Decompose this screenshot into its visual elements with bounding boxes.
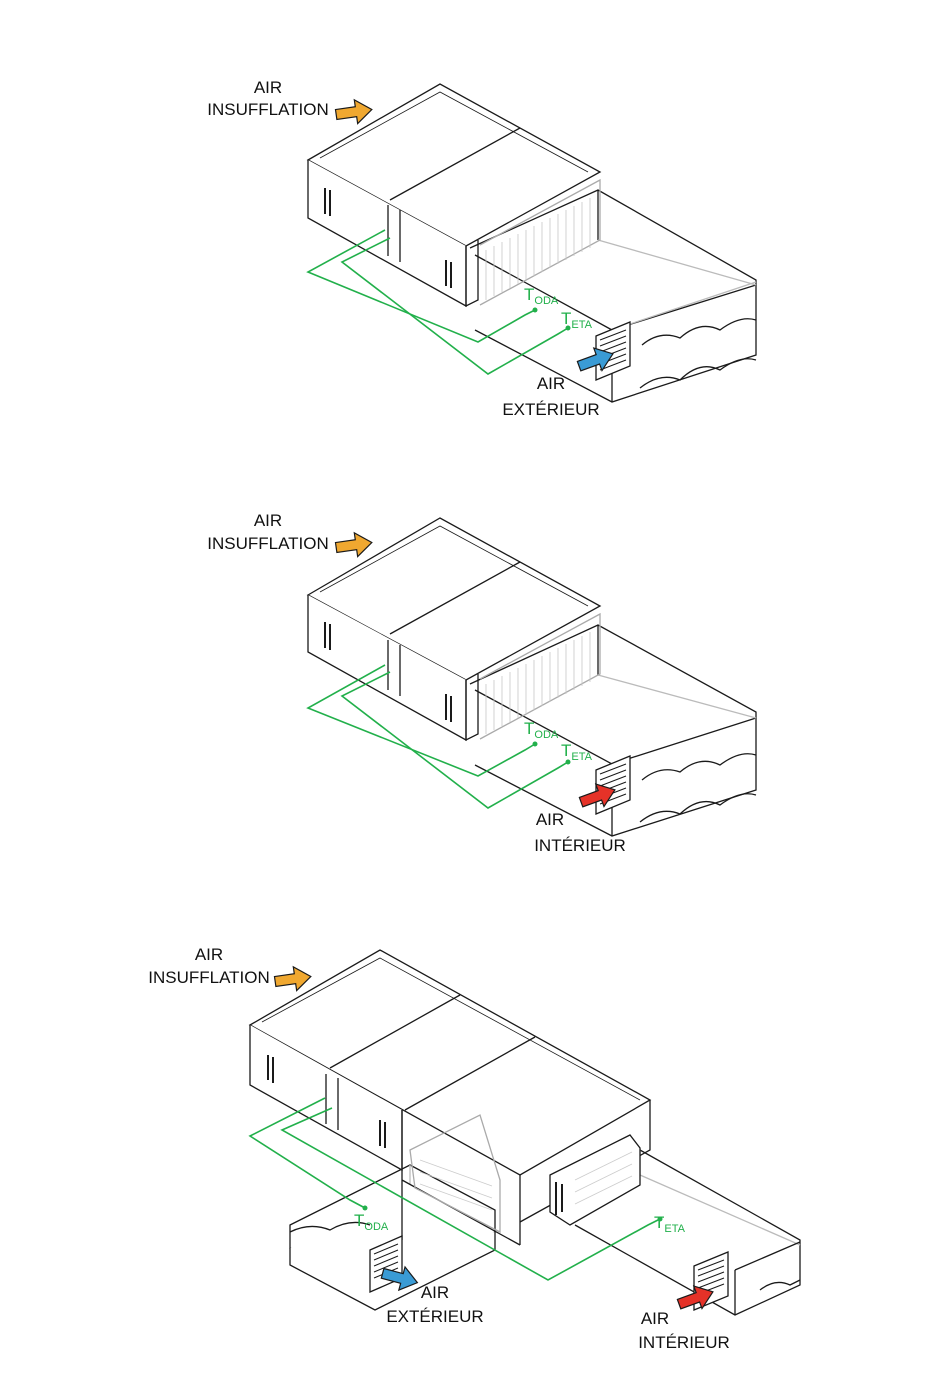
indoor-label-line1: AIR (641, 1309, 669, 1328)
sensor-point-icon (533, 308, 538, 313)
supply-label-line2: INSUFFLATION (207, 100, 329, 119)
supply-label-line1: AIR (254, 511, 282, 530)
supply-air-arrow-icon (274, 965, 313, 994)
indoor-label-line2: INTÉRIEUR (638, 1333, 730, 1352)
supply-air-arrow-icon (335, 531, 374, 560)
sensor-point-icon (566, 760, 571, 765)
outdoor-label-line2: EXTÉRIEUR (386, 1307, 483, 1326)
diagram-1 (308, 84, 756, 402)
inlet-label-line2: EXTÉRIEUR (502, 400, 599, 419)
supply-label-line2: INSUFFLATION (148, 968, 270, 987)
sensor-point-icon (533, 742, 538, 747)
supply-label-line1: AIR (195, 945, 223, 964)
diagram-3 (250, 950, 800, 1315)
supply-label-line2: INSUFFLATION (207, 534, 329, 553)
inlet-label-line2: INTÉRIEUR (534, 836, 626, 855)
outdoor-label-line1: AIR (421, 1283, 449, 1302)
duct-outdoor-3 (290, 1165, 495, 1310)
supply-label-line1: AIR (254, 78, 282, 97)
diagram-2 (308, 518, 756, 836)
inlet-label-line1: AIR (536, 810, 564, 829)
inlet-label-line1: AIR (537, 374, 565, 393)
sensor-point-icon (363, 1206, 368, 1211)
supply-air-arrow-icon (335, 98, 374, 127)
